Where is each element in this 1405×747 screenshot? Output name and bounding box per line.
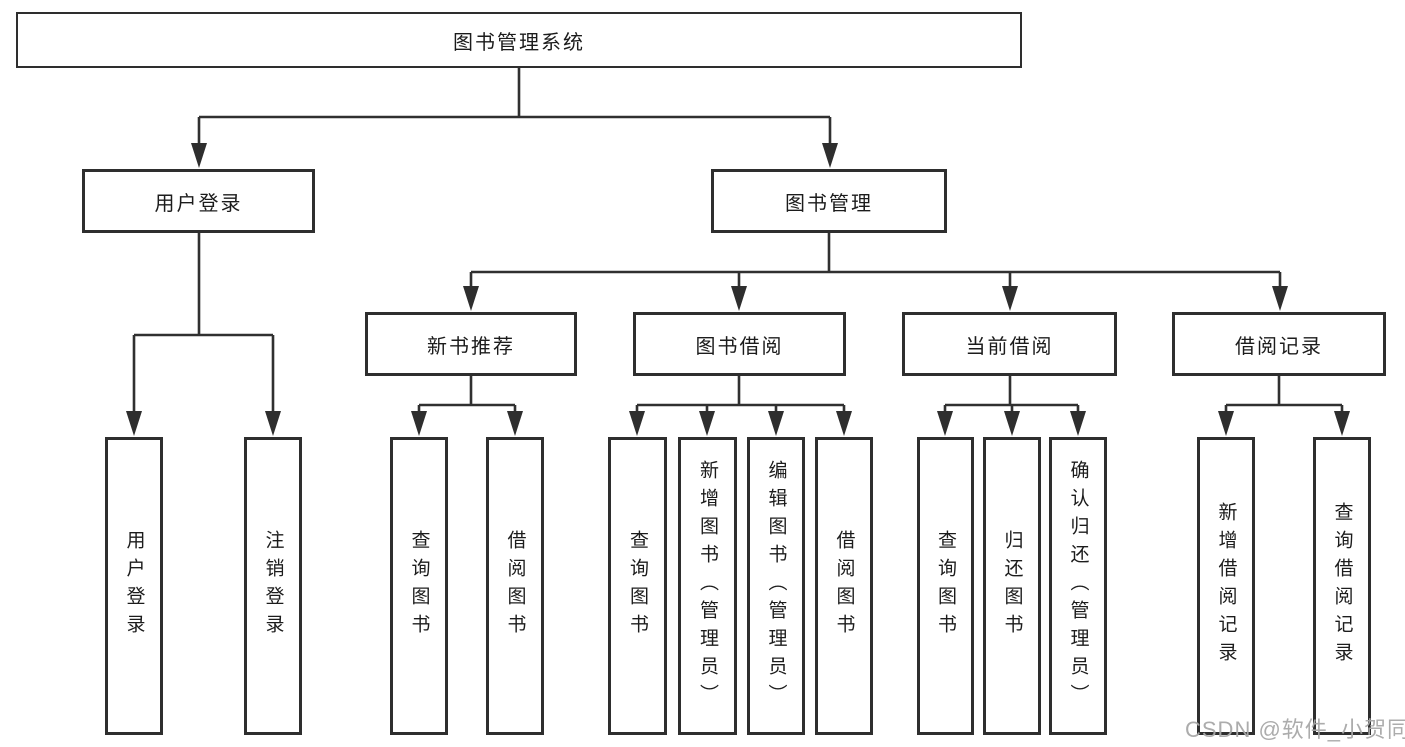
node-book-borrow: 图书借阅 bbox=[633, 312, 846, 376]
leaf-label: 归还图书 bbox=[1001, 530, 1023, 642]
leaf-borrow-books: 借阅图书 bbox=[486, 437, 544, 735]
leaf-query-books: 查询图书 bbox=[390, 437, 448, 735]
leaf-label: 查询借阅记录 bbox=[1331, 502, 1353, 670]
leaf-edit-books-admin: 编辑图书（管理员） bbox=[747, 437, 805, 735]
leaf-label: 查询图书 bbox=[408, 530, 430, 642]
leaf-borrow-books: 借阅图书 bbox=[815, 437, 873, 735]
leaf-label: 新增借阅记录 bbox=[1215, 502, 1237, 670]
leaf-user-login: 用户登录 bbox=[105, 437, 163, 735]
arrowheads bbox=[126, 143, 1350, 436]
leaf-label: 编辑图书（管理员） bbox=[765, 460, 787, 712]
node-root-system: 图书管理系统 bbox=[16, 12, 1022, 68]
node-book-management: 图书管理 bbox=[711, 169, 947, 233]
leaf-label: 新增图书（管理员） bbox=[697, 460, 718, 712]
csdn-watermark: CSDN @软件_小贺同学 bbox=[1185, 717, 1405, 742]
leaf-add-borrow-record: 新增借阅记录 bbox=[1197, 437, 1255, 735]
leaf-label: 查询图书 bbox=[627, 530, 648, 642]
leaf-label: 用户登录 bbox=[123, 530, 145, 642]
node-new-book-recommend: 新书推荐 bbox=[365, 312, 577, 376]
connector-lines bbox=[132, 68, 1344, 414]
leaf-label: 借阅图书 bbox=[833, 530, 855, 642]
leaf-label: 确认归还（管理员） bbox=[1067, 460, 1089, 712]
leaf-add-books-admin: 新增图书（管理员） bbox=[678, 437, 737, 735]
node-current-borrow: 当前借阅 bbox=[902, 312, 1117, 376]
leaf-label: 注销登录 bbox=[262, 530, 284, 642]
leaf-label: 借阅图书 bbox=[504, 530, 526, 642]
leaf-query-borrow-record: 查询借阅记录 bbox=[1313, 437, 1371, 735]
node-borrow-records: 借阅记录 bbox=[1172, 312, 1386, 376]
leaf-confirm-return-admin: 确认归还（管理员） bbox=[1049, 437, 1107, 735]
leaf-query-books: 查询图书 bbox=[608, 437, 667, 735]
leaf-logout: 注销登录 bbox=[244, 437, 302, 735]
leaf-return-books: 归还图书 bbox=[983, 437, 1041, 735]
leaf-label: 查询图书 bbox=[935, 530, 956, 642]
leaf-query-books: 查询图书 bbox=[917, 437, 974, 735]
node-user-login: 用户登录 bbox=[82, 169, 315, 233]
